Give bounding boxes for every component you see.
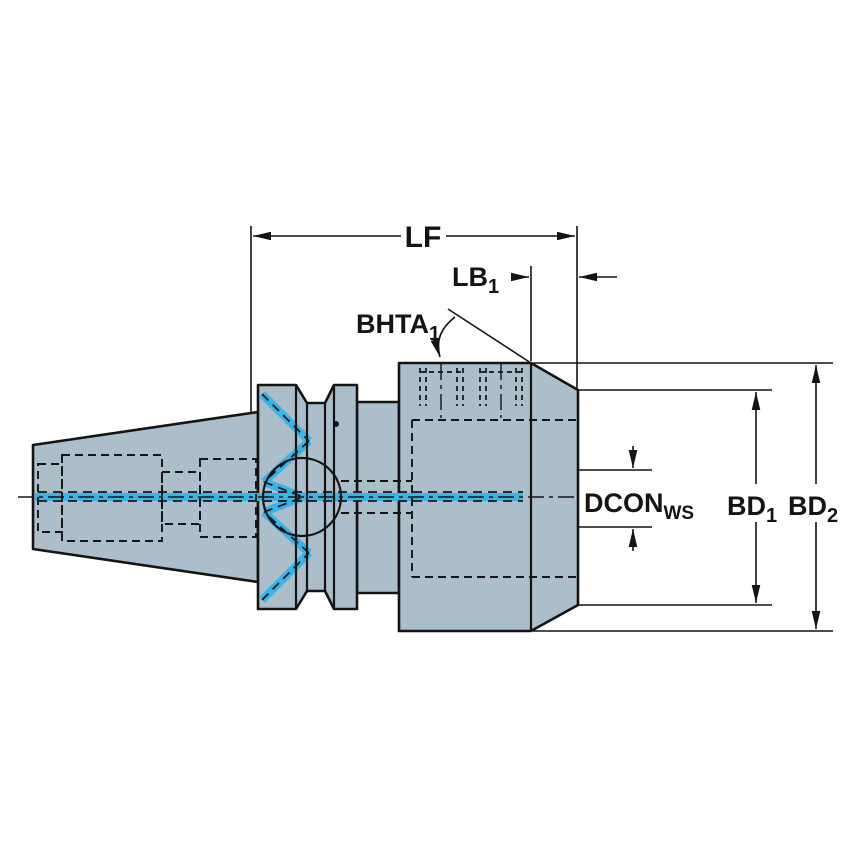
dimension-bhta1: BHTA1 <box>356 308 535 366</box>
angle-arc <box>430 316 456 358</box>
label-bd2: BD2 <box>788 491 838 527</box>
label-lb1: LB1 <box>452 262 499 298</box>
taper-bore-3 <box>161 471 201 525</box>
dimension-bd2: BD2 <box>533 362 838 632</box>
flange-dot <box>333 421 339 427</box>
hidden-lines <box>37 364 577 578</box>
dimension-dcon-ws: DCONWS <box>578 446 694 551</box>
set-screw-1 <box>419 364 464 418</box>
taper-bore-2 <box>61 454 163 542</box>
taper-bore-4 <box>199 458 257 538</box>
chamfer-extension-line <box>447 308 535 366</box>
dimension-bd1: BD1 <box>579 389 777 606</box>
dimension-lf: LF <box>250 221 578 412</box>
set-screw-2 <box>479 364 523 418</box>
label-lf: LF <box>405 221 442 254</box>
label-bhta1: BHTA1 <box>356 309 440 345</box>
label-bd1: BD1 <box>727 491 777 527</box>
dimension-lb1: LB1 <box>452 262 617 361</box>
label-dcon-ws: DCONWS <box>584 488 694 524</box>
